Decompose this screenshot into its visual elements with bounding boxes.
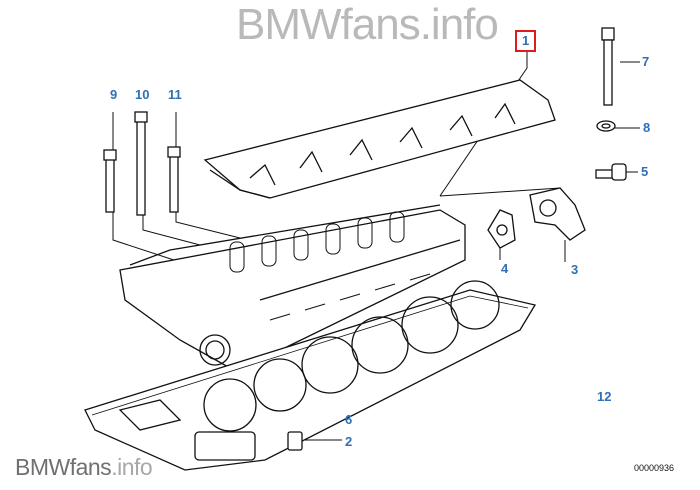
callout-10[interactable]: 10 <box>135 87 150 102</box>
water-flange-3 <box>529 187 586 241</box>
gasket-4 <box>487 209 516 249</box>
callout-8[interactable]: 8 <box>643 120 651 135</box>
callout-7[interactable]: 7 <box>642 54 650 69</box>
bolt-7 <box>596 27 616 132</box>
callout-3[interactable]: 3 <box>571 262 579 277</box>
callout-6[interactable]: 6 <box>345 412 353 427</box>
callout-2[interactable]: 2 <box>345 434 353 449</box>
watermark-suffix: .info <box>419 0 499 49</box>
callout-4[interactable]: 4 <box>501 261 509 276</box>
diagram-number: 00000936 <box>634 463 675 473</box>
watermark-bottom: BMWfans.info <box>15 454 153 481</box>
cover-strip <box>203 79 556 199</box>
callout-5[interactable]: 5 <box>641 164 649 179</box>
sensor-5 <box>595 163 627 181</box>
head-gasket <box>84 280 537 471</box>
dowel-2 <box>287 431 303 451</box>
bolts-left <box>103 111 181 216</box>
watermark-top: BMWfans.info <box>236 0 499 50</box>
callout-11[interactable]: 11 <box>168 87 182 102</box>
cylinder-head <box>119 204 466 369</box>
callout-9[interactable]: 9 <box>110 87 118 102</box>
callout-1-selected[interactable]: 1 <box>515 30 537 52</box>
callout-12[interactable]: 12 <box>597 389 612 404</box>
watermark-suffix: .info <box>111 454 153 480</box>
watermark-brand: BMWfans <box>236 0 421 49</box>
watermark-brand: BMWfans <box>15 454 112 480</box>
